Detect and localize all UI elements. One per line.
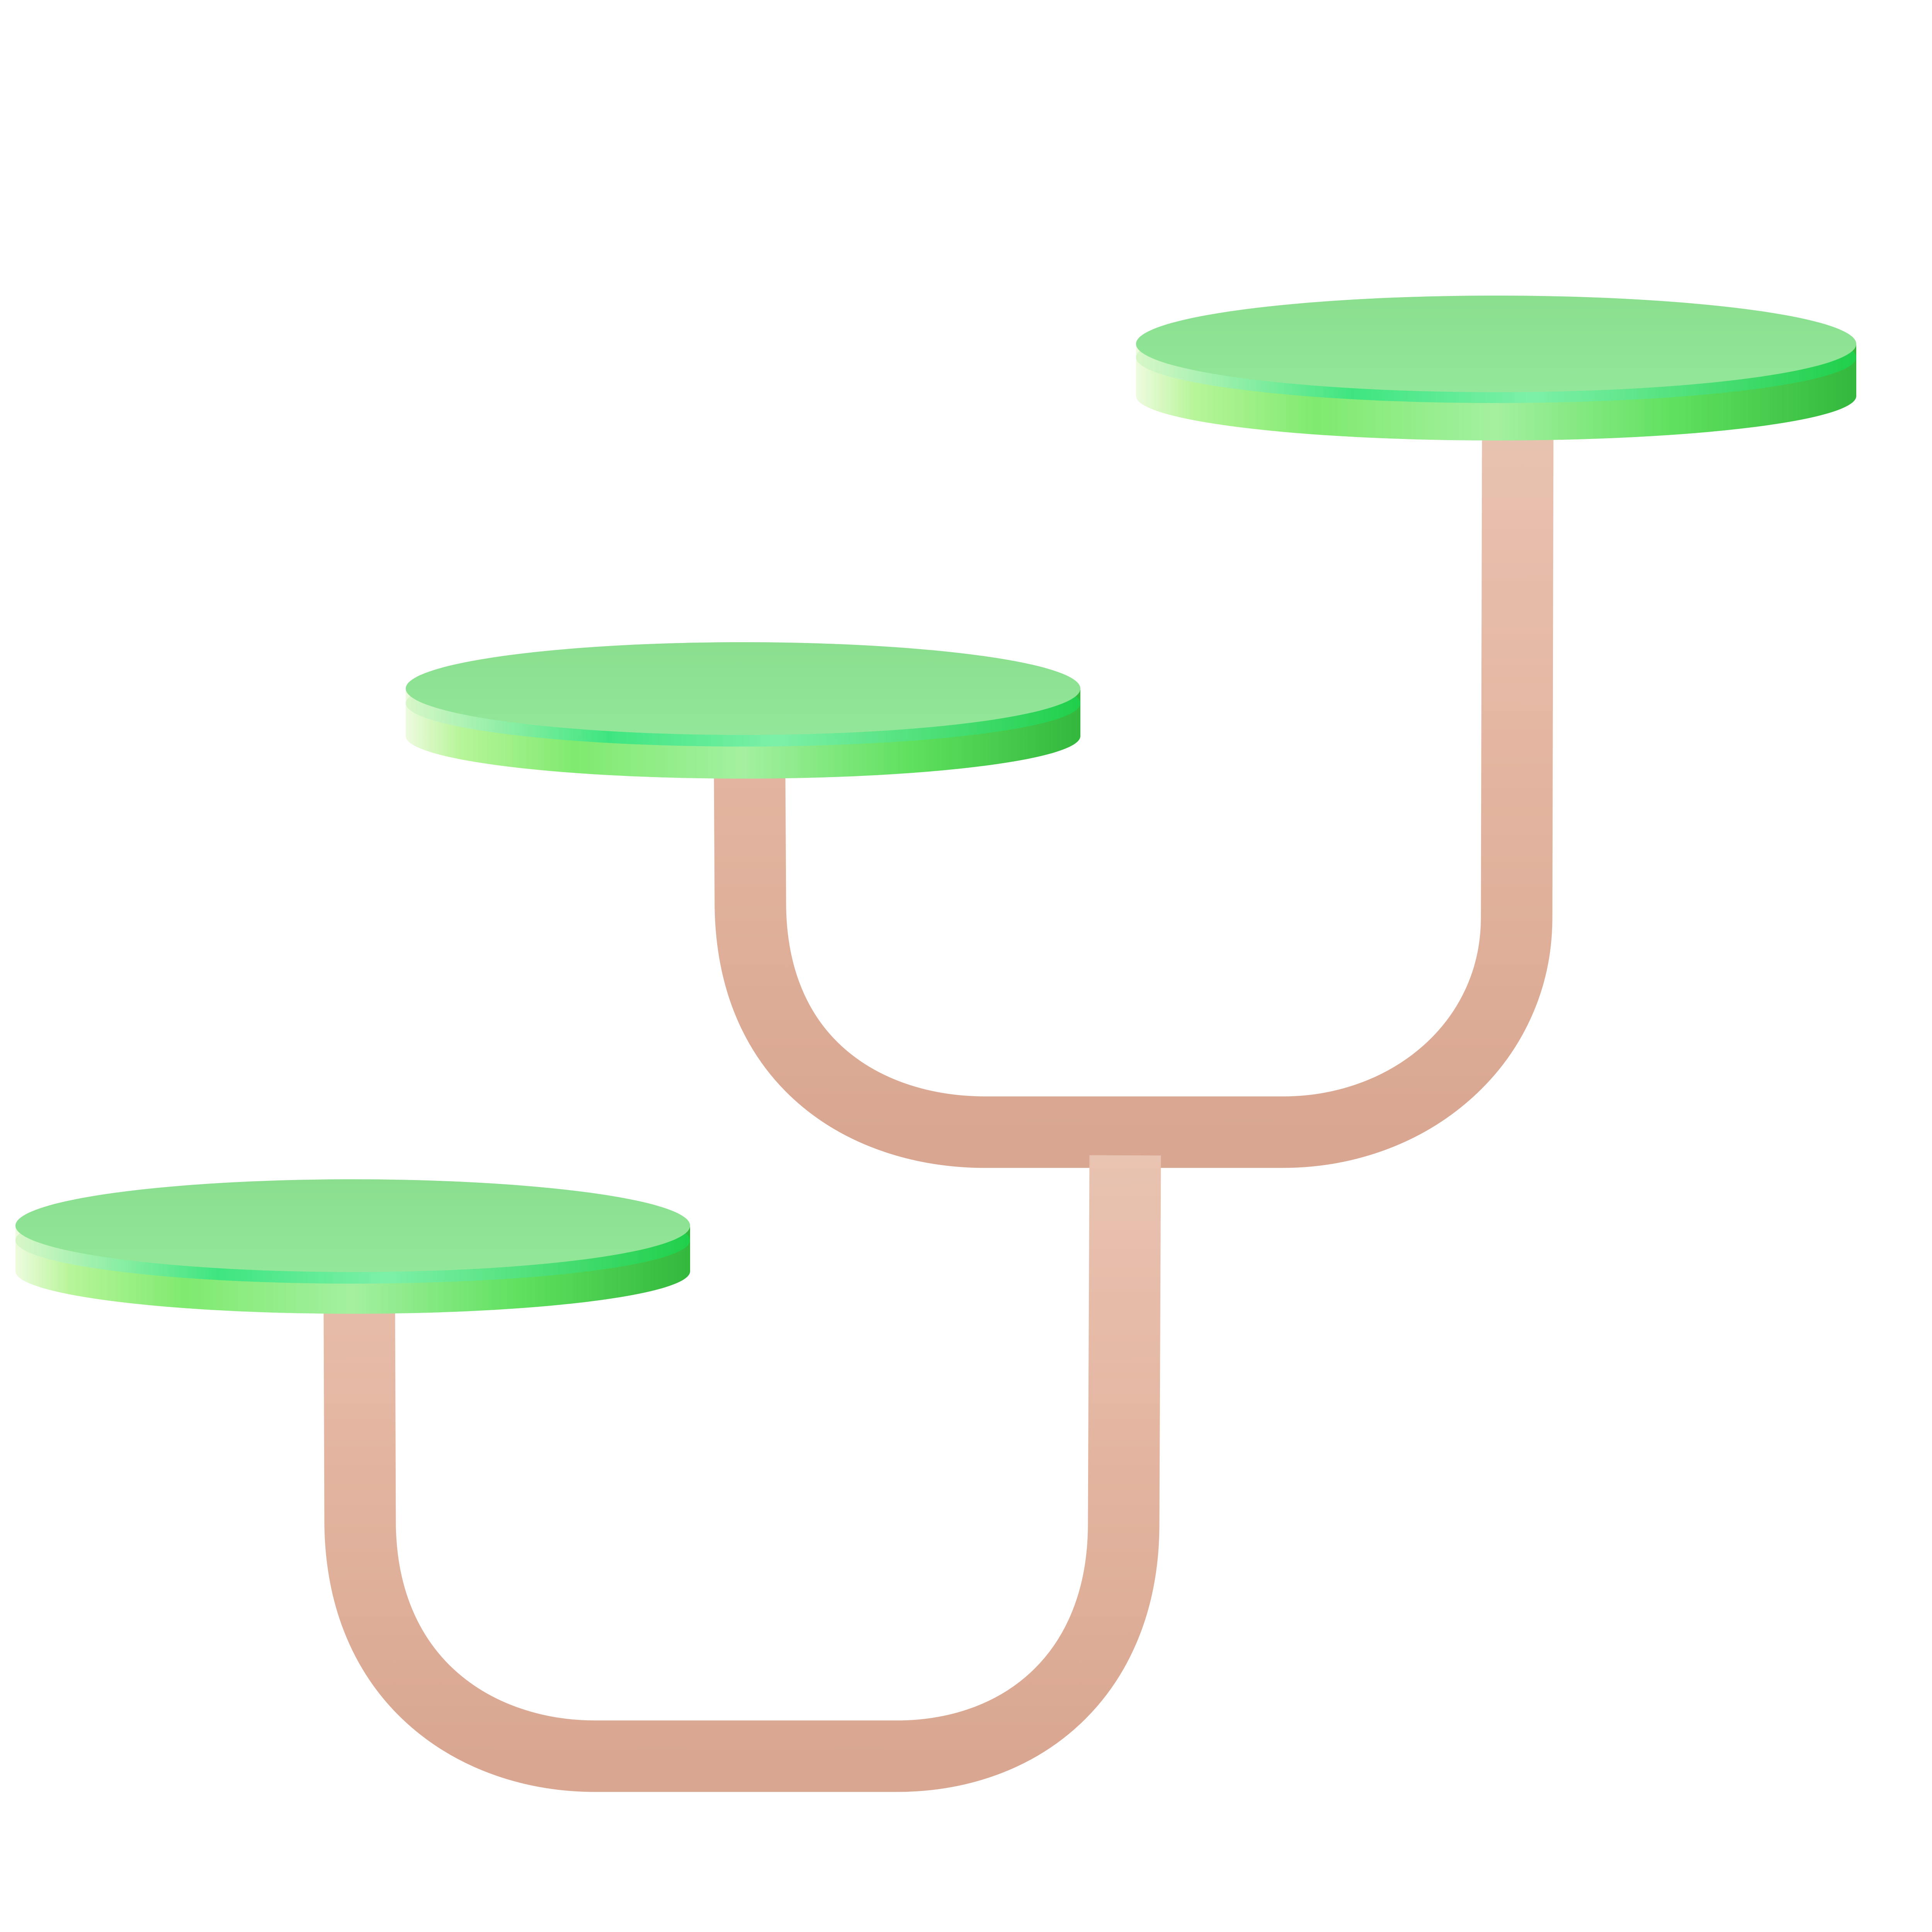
upper-branch-arm [714,417,1554,1168]
platform-high [1136,296,1856,440]
lower-branch-arm [323,1155,1161,1792]
platform-top [1136,296,1856,392]
platform-middle [406,642,1080,779]
platform-top [406,642,1080,735]
stem-structure [323,417,1554,1932]
platform-top [15,1179,690,1272]
platform-low [15,1179,690,1314]
